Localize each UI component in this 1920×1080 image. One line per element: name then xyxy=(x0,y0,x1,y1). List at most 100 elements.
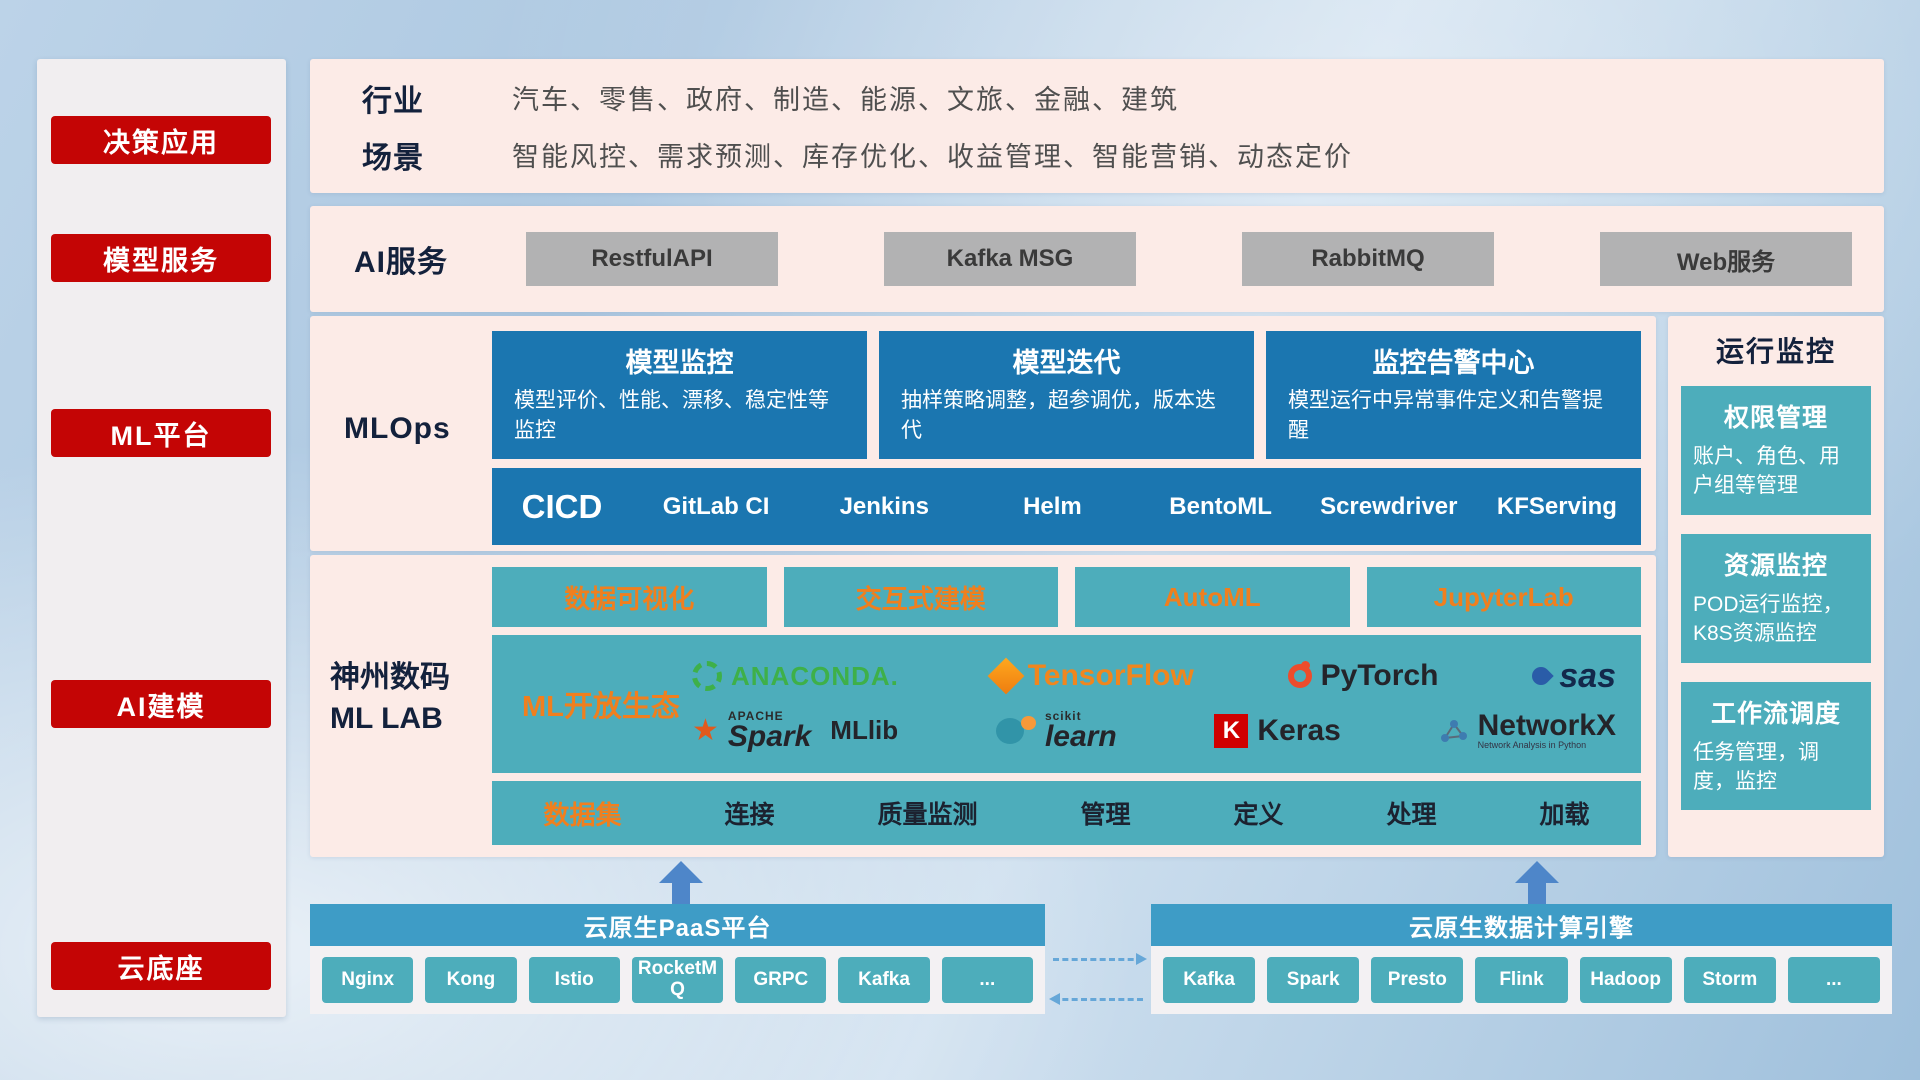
tool-data-visualization: 数据可视化 xyxy=(492,567,767,627)
sas-icon xyxy=(1528,663,1554,689)
up-arrow-left xyxy=(659,861,703,904)
tech-rocketmq: RocketMQ xyxy=(631,957,724,1003)
tool-interactive-modeling: 交互式建模 xyxy=(783,567,1058,627)
paas-items: Nginx Kong Istio RocketMQ GRPC Kafka ... xyxy=(310,946,1045,1014)
tool-jupyterlab: JupyterLab xyxy=(1366,567,1641,627)
industry-label: 行业 xyxy=(362,84,424,118)
pytorch-icon xyxy=(1287,661,1312,688)
runtime-monitor-title: 运行监控 xyxy=(1715,336,1836,367)
ai-service-label: AI服务 xyxy=(354,246,448,279)
dataset-item-load: 加载 xyxy=(1539,801,1590,829)
monitor-card-workflow: 工作流调度 任务管理，调度，监控 xyxy=(1681,681,1871,811)
logo-super: APACHE xyxy=(727,708,784,723)
card-desc: 任务管理，调度，监控 xyxy=(1693,740,1819,793)
sidebar-item-cloud-base: 云底座 xyxy=(51,942,271,990)
dash-arrow-right xyxy=(1053,953,1147,965)
sidebar-item-decision-app: 决策应用 xyxy=(51,116,271,164)
ml-ecosystem-label: ML开放生态 xyxy=(522,691,680,723)
runtime-monitor-panel: 运行监控 权限管理 账户、角色、用户组等管理 资源监控 POD运行监控，K8S资… xyxy=(1668,316,1884,857)
logo-text: PyTorch xyxy=(1320,659,1439,692)
dataset-item-define: 定义 xyxy=(1233,801,1284,829)
monitor-card-resources: 资源监控 POD运行监控，K8S资源监控 xyxy=(1681,533,1871,663)
industry-scenario-panel: 行业 汽车、零售、政府、制造、能源、文旅、金融、建筑 场景 智能风控、需求预测、… xyxy=(310,59,1884,193)
engine-header: 云原生数据计算引擎 xyxy=(1151,904,1892,946)
tech-spark: Spark xyxy=(1267,957,1360,1003)
paas-header: 云原生PaaS平台 xyxy=(310,904,1045,946)
left-rail: 决策应用 模型服务 ML平台 AI建模 云底座 xyxy=(37,59,286,1017)
logo-sas: sas xyxy=(1528,656,1616,696)
logo-text: sas xyxy=(1559,656,1616,695)
up-arrow-right xyxy=(1515,861,1559,904)
tech-istio: Istio xyxy=(528,957,620,1003)
tech-flink: Flink xyxy=(1475,957,1568,1003)
mlops-cards: 模型监控 模型评价、性能、漂移、稳定性等监控 模型迭代 抽样策略调整，超参调优，… xyxy=(492,331,1641,459)
logo-tensorflow: TensorFlow xyxy=(987,657,1194,695)
tech-hadoop: Hadoop xyxy=(1579,957,1672,1003)
scenario-content: 智能风控、需求预测、库存优化、收益管理、智能营销、动态定价 xyxy=(512,142,1353,172)
ai-service-panel: AI服务 RestfulAPI Kafka MSG RabbitMQ Web服务 xyxy=(310,206,1884,312)
dataset-item-connect: 连接 xyxy=(724,801,775,829)
mlops-card-alert-center: 监控告警中心 模型运行中异常事件定义和告警提醒 xyxy=(1266,331,1641,459)
spark-star-icon: ★ xyxy=(692,713,719,747)
tech-grpc: GRPC xyxy=(735,957,827,1003)
card-desc: POD运行监控，K8S资源监控 xyxy=(1693,592,1844,646)
card-title: 模型监控 xyxy=(625,348,734,378)
dataset-item-quality: 质量监测 xyxy=(877,801,978,829)
logo-scikit-learn: scikit learn xyxy=(995,708,1117,753)
tech-more: ... xyxy=(941,957,1033,1003)
logo-text: TensorFlow xyxy=(1027,659,1194,692)
mllab-tools: 数据可视化 交互式建模 AutoML JupyterLab xyxy=(492,567,1641,627)
logo-super: scikit xyxy=(1044,708,1082,723)
cicd-item-screwdriver: Screwdriver xyxy=(1320,492,1458,520)
card-title: 工作流调度 xyxy=(1710,699,1841,728)
scenario-label: 场景 xyxy=(362,141,424,175)
tech-more2: ... xyxy=(1787,957,1880,1003)
monitor-card-permissions: 权限管理 账户、角色、用户组等管理 xyxy=(1681,386,1871,515)
industry-content: 汽车、零售、政府、制造、能源、文旅、金融、建筑 xyxy=(512,85,1179,115)
tech-kong: Kong xyxy=(425,957,517,1003)
dataset-item-manage: 管理 xyxy=(1080,801,1131,829)
card-desc: 抽样策略调整，超参调优，版本迭代 xyxy=(901,389,1216,442)
logo-spark-mllib: ★ APACHE Spark MLlib xyxy=(692,710,898,752)
tech-storm: Storm xyxy=(1683,957,1776,1003)
ai-service-buttons: RestfulAPI Kafka MSG RabbitMQ Web服务 xyxy=(526,232,1868,286)
keras-badge-icon: K xyxy=(1214,713,1249,748)
networkx-icon xyxy=(1440,719,1467,742)
card-title: 监控告警中心 xyxy=(1372,348,1535,378)
tech-nginx: Nginx xyxy=(322,957,414,1003)
engine-items: Kafka Spark Presto Flink Hadoop Storm ..… xyxy=(1151,946,1892,1014)
dataset-item-process: 处理 xyxy=(1386,801,1437,829)
mllab-label: 神州数码 ML LAB xyxy=(330,658,490,739)
cicd-item-jenkins: Jenkins xyxy=(839,492,929,520)
card-desc: 模型运行中异常事件定义和告警提醒 xyxy=(1288,389,1603,442)
paas-block: 云原生PaaS平台 Nginx Kong Istio RocketMQ GRPC… xyxy=(310,904,1045,1014)
mllab-panel: 神州数码 ML LAB 数据可视化 交互式建模 AutoML JupyterLa… xyxy=(310,555,1656,857)
cicd-item-helm: Helm xyxy=(1023,492,1082,520)
tech-presto: Presto xyxy=(1371,957,1464,1003)
dataset-label: 数据集 xyxy=(543,799,622,830)
tool-automl: AutoML xyxy=(1075,567,1350,627)
cicd-label: CICD xyxy=(521,487,603,525)
ml-ecosystem: ML开放生态 ANACONDA. TensorFlow PyTorch sas xyxy=(492,635,1641,773)
tensorflow-icon xyxy=(987,657,1025,695)
dash-arrow-left xyxy=(1049,993,1143,1005)
logo-text: learn xyxy=(1044,719,1117,753)
logo-subtitle: Network Analysis in Python xyxy=(1477,740,1587,750)
mlops-label: MLOps xyxy=(344,412,451,445)
tech-kafka2: Kafka xyxy=(1163,957,1256,1003)
mlops-card-model-iteration: 模型迭代 抽样策略调整，超参调优，版本迭代 xyxy=(879,331,1254,459)
mlops-card-model-monitoring: 模型监控 模型评价、性能、漂移、稳定性等监控 xyxy=(492,331,867,459)
mllab-label-line1: 神州数码 xyxy=(330,661,450,694)
scenario-row: 场景 智能风控、需求预测、库存优化、收益管理、智能营销、动态定价 xyxy=(310,133,1884,177)
logo-suffix: MLlib xyxy=(830,715,899,745)
sidebar-item-ai-modeling: AI建模 xyxy=(51,680,271,728)
cicd-item-gitlab-ci: GitLab CI xyxy=(662,492,770,520)
sidebar-item-model-service: 模型服务 xyxy=(51,234,271,282)
logo-row-2: ★ APACHE Spark MLlib scikit learn K xyxy=(692,710,1616,752)
service-restfulapi: RestfulAPI xyxy=(526,232,778,286)
industry-row: 行业 汽车、零售、政府、制造、能源、文旅、金融、建筑 xyxy=(310,76,1884,120)
cicd-bar: CICD GitLab CI Jenkins Helm BentoML Scre… xyxy=(492,468,1641,545)
tech-kafka: Kafka xyxy=(838,957,930,1003)
logo-anaconda: ANACONDA. xyxy=(692,661,899,692)
engine-block: 云原生数据计算引擎 Kafka Spark Presto Flink Hadoo… xyxy=(1151,904,1892,1014)
